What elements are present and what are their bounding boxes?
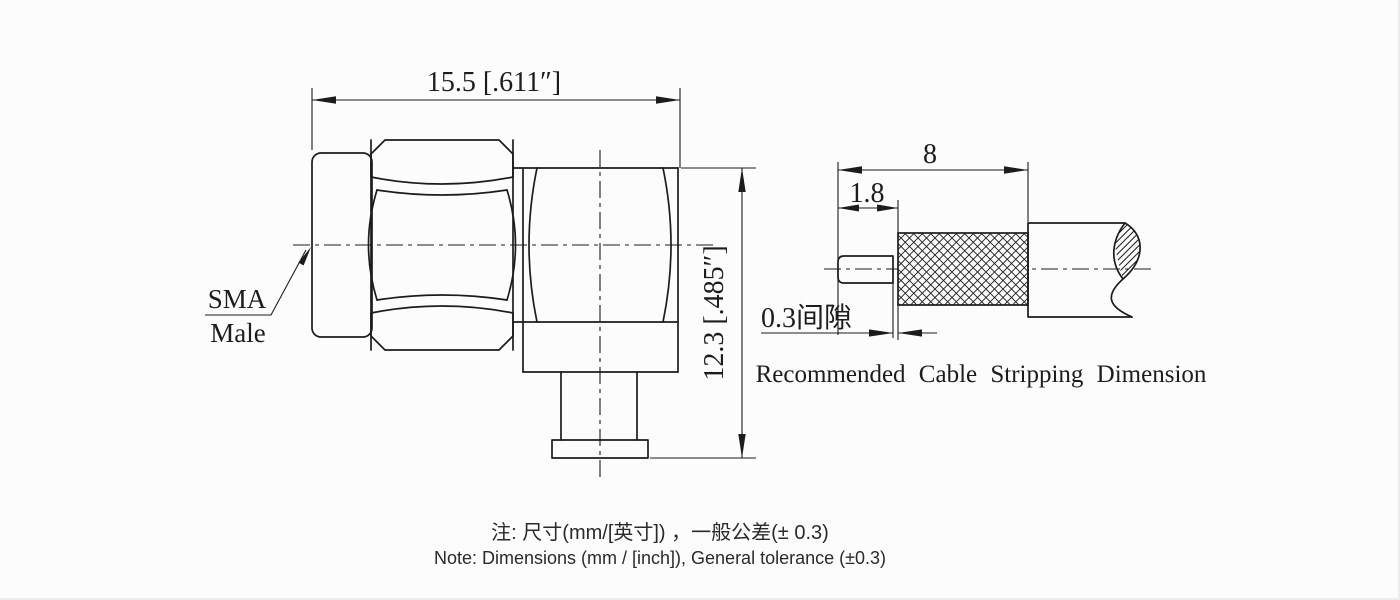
dim-arrow-left [312, 96, 336, 104]
sma-male-callout: SMA Male [205, 247, 311, 348]
connector-dimension-height: 12.3 [.485″] [650, 167, 756, 459]
dim-gap-label: 0.3间隙 [761, 302, 852, 334]
dim-arrow-bottom [738, 434, 746, 458]
dim-width-label: 15.5 [.611″] [427, 67, 561, 98]
connector-dimension-width: 15.5 [.611″] [311, 67, 681, 168]
connector-hex-nut [367, 139, 517, 351]
cable-gap-dimension: 0.3间隙 [761, 283, 937, 340]
callout-label-sma: SMA [208, 284, 267, 314]
cable-stripping-view: 8 1.8 0.3间隙 Recommended Cable [756, 139, 1207, 388]
notes-block: 注: 尺寸(mm/[英寸]) ，一般公差(± 0.3) Note: Dimens… [300, 520, 1020, 570]
dim-inner-label: 1.8 [850, 178, 885, 209]
cable-dimension-total: 8 [837, 139, 1029, 335]
dim-total-label: 8 [923, 139, 937, 170]
stripping-title: Recommended Cable Stripping Dimension [756, 361, 1207, 388]
connector-side-view [293, 139, 714, 478]
note-line-en: Note: Dimensions (mm / [inch]), General … [433, 548, 887, 568]
cable-dimension-inner: 1.8 [838, 178, 899, 233]
connector-cable-entry [551, 371, 649, 459]
connector-body [512, 167, 679, 373]
dim-height-label: 12.3 [.485″] [699, 245, 730, 380]
connector-thread-barrel [311, 152, 373, 338]
jacket-cut-section [1115, 223, 1141, 279]
cable-braid [897, 232, 1029, 306]
dim-arrow-right [656, 96, 680, 104]
callout-arrow [298, 247, 311, 266]
note-line-zh: 注: 尺寸(mm/[英寸]) ，一般公差(± 0.3) [491, 522, 829, 544]
dim-arrow-top [738, 168, 746, 192]
callout-label-male: Male [210, 318, 265, 348]
cable-jacket [1027, 222, 1141, 318]
callout-leader-line [205, 249, 307, 316]
